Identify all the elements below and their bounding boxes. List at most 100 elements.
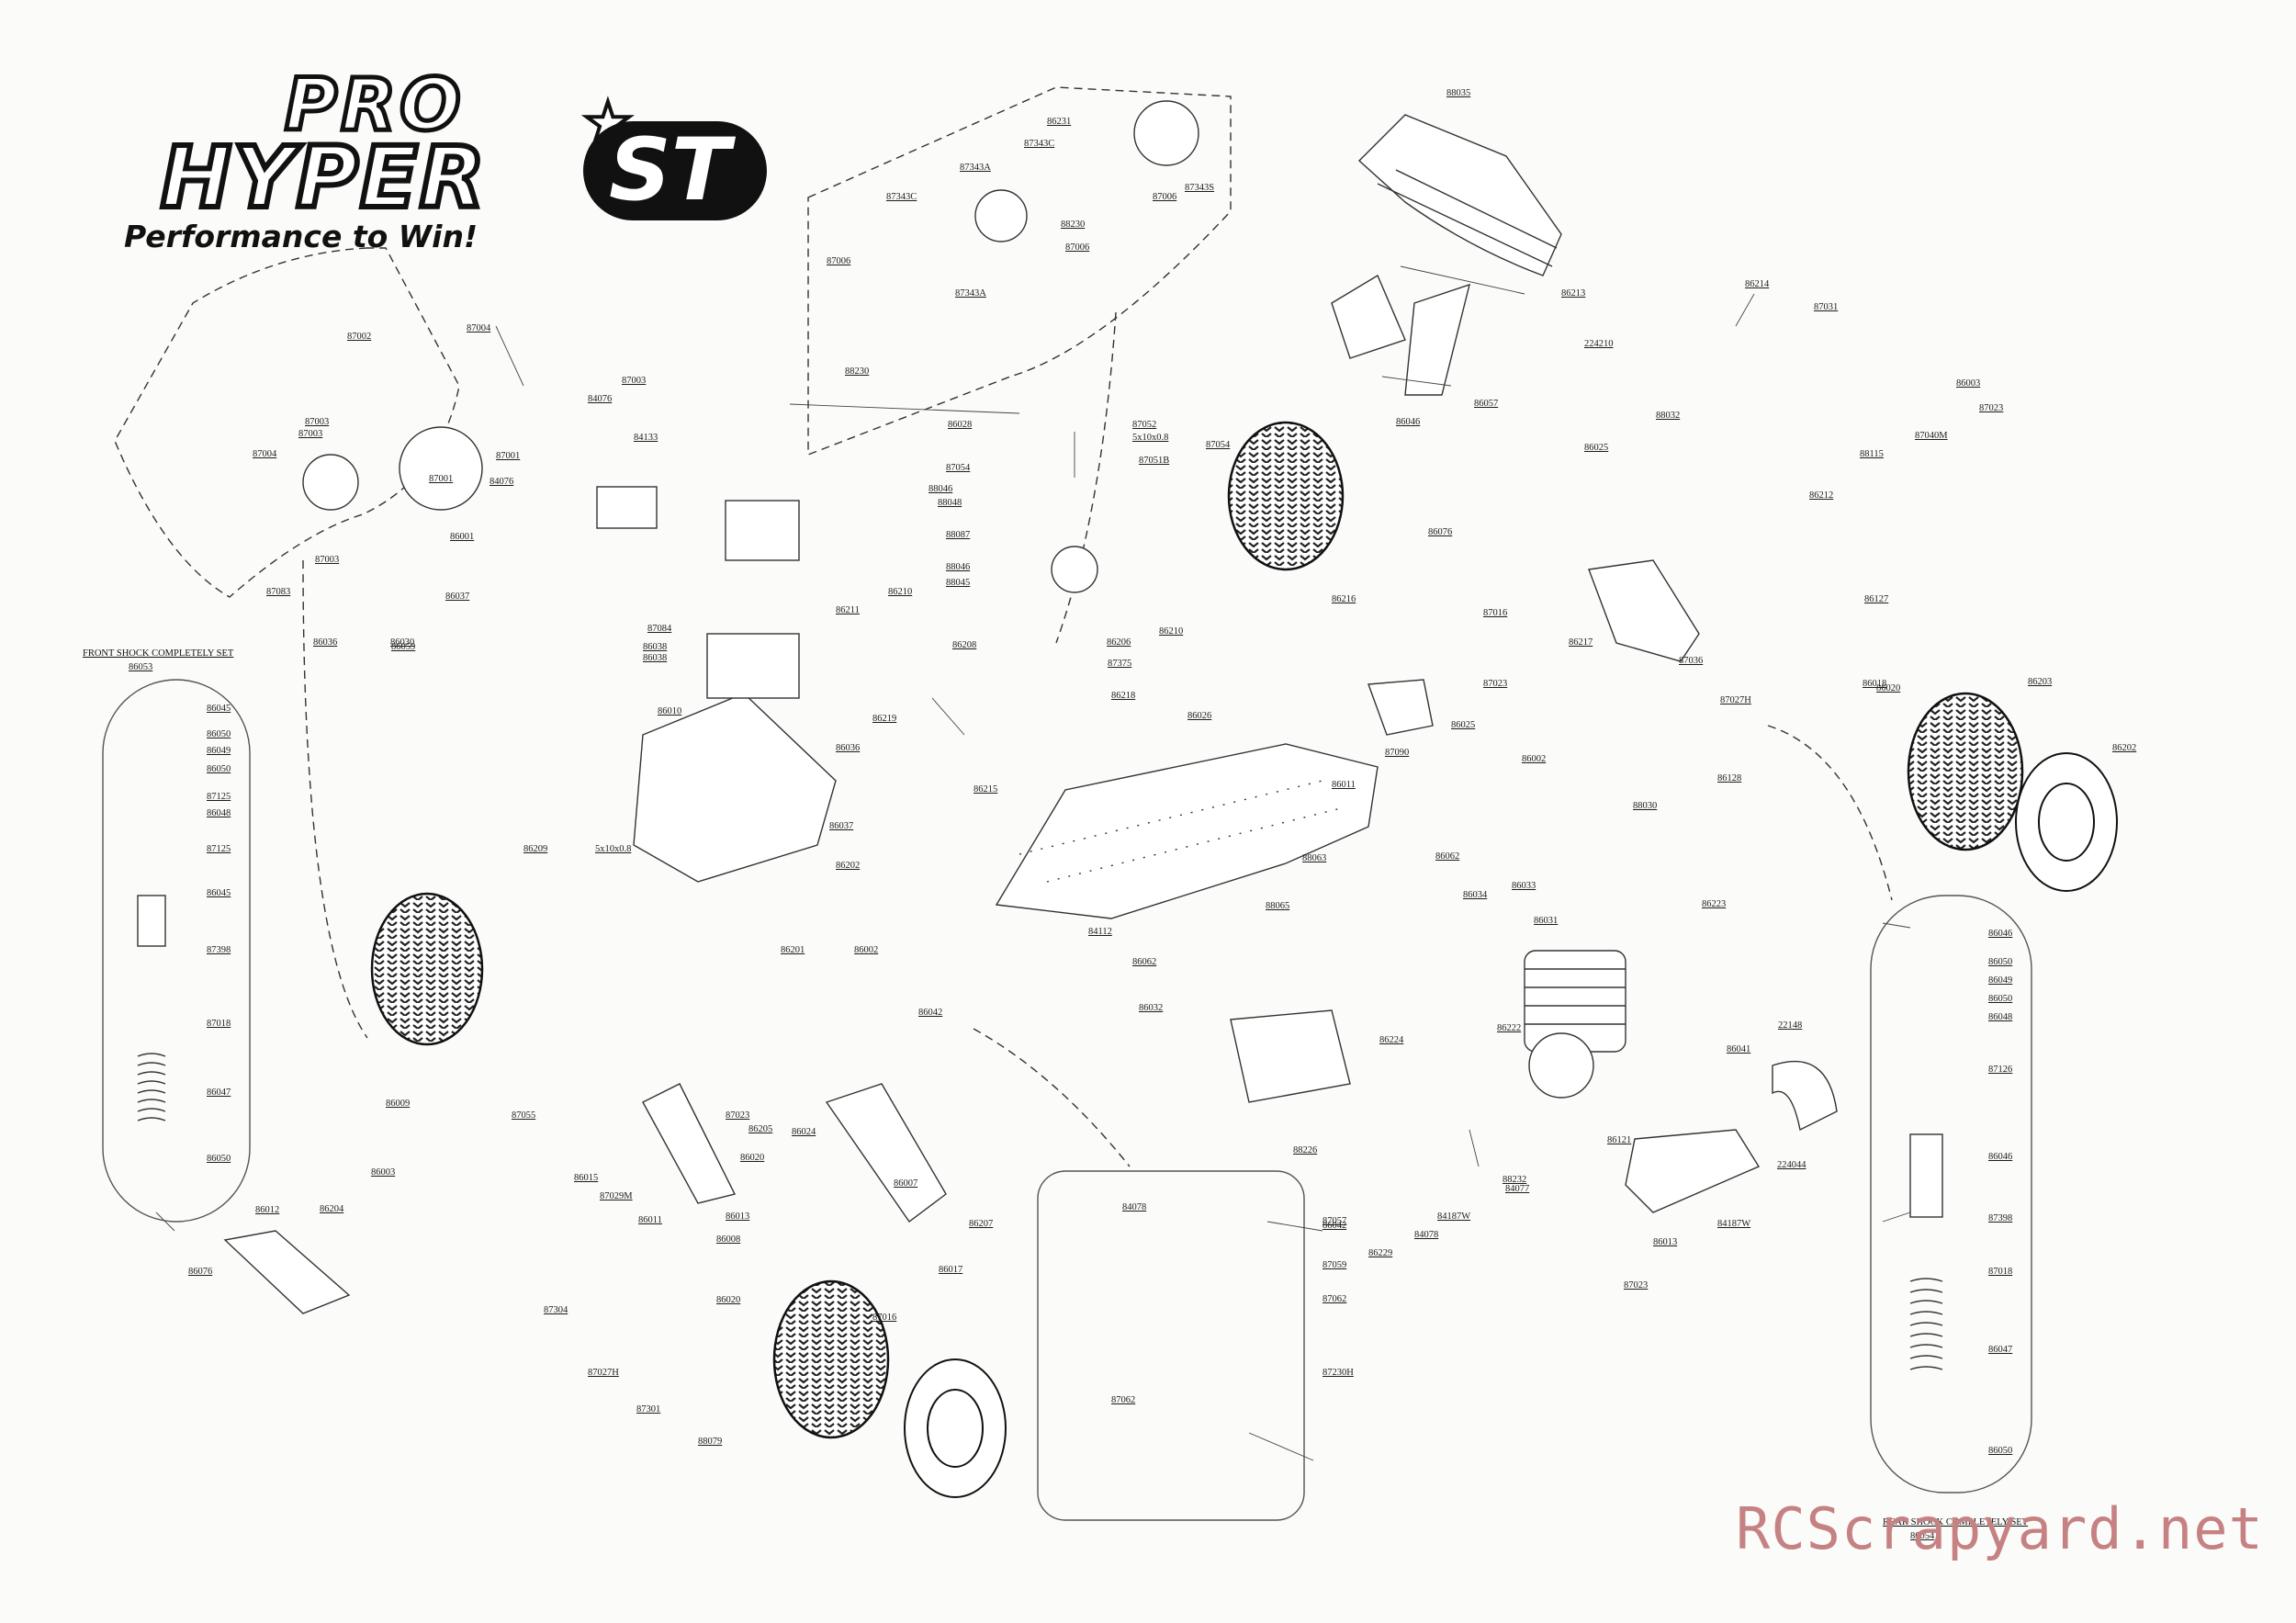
- diagram-part-number: 84078: [1122, 1202, 1147, 1212]
- pro-hyper-st-logo: PRO HYPER ★ ST Performance to Win!: [115, 62, 776, 257]
- diagram-part-number: 86007: [894, 1178, 918, 1189]
- diagram-part-number: 87006: [1065, 242, 1090, 253]
- hub-detail-box: [1037, 1170, 1305, 1521]
- diagram-part-number: 86210: [888, 587, 913, 597]
- diagram-part-number: 87023: [1979, 403, 2004, 413]
- front-shock-part-number: 87125: [207, 792, 231, 802]
- diagram-part-number: 86057: [1474, 399, 1499, 409]
- front-shock-part-number: 86050: [207, 1154, 231, 1164]
- diagram-part-number: 87057: [1322, 1216, 1347, 1226]
- diagram-part-number: 86002: [1522, 754, 1547, 764]
- diagram-part-number: 86037: [829, 821, 854, 831]
- diagram-part-number: 86013: [726, 1212, 750, 1222]
- engine: [1524, 950, 1626, 1099]
- diagram-part-number: 86010: [658, 706, 682, 716]
- diagram-part-number: 86038: [643, 653, 668, 663]
- diagram-part-number: 84077: [1505, 1184, 1530, 1194]
- diagram-part-number: 86018: [1863, 679, 1887, 689]
- diagram-part-number: 86024: [792, 1127, 816, 1137]
- diagram-part-number: 224210: [1584, 339, 1614, 349]
- diagram-part-number: 88063: [1302, 853, 1327, 863]
- diagram-part-number: 86059: [391, 642, 416, 652]
- diagram-part-number: 86017: [939, 1265, 963, 1275]
- diagram-part-number: 86202: [836, 861, 861, 871]
- diagram-part-number: 87055: [512, 1110, 536, 1121]
- diagram-part-number: 88035: [1446, 88, 1471, 98]
- diagram-part-number: 87083: [266, 587, 291, 597]
- logo-st-text: ST: [609, 120, 730, 220]
- diagram-part-number: 86038: [643, 642, 668, 652]
- diagram-part-number: 87343S: [1185, 183, 1215, 193]
- diagram-part-number: 88230: [845, 366, 870, 377]
- rear-shock-part-number: 87018: [1988, 1267, 2013, 1277]
- diagram-part-number: 84078: [1414, 1230, 1439, 1240]
- diagram-part-number: 88230: [1061, 220, 1086, 230]
- diagram-part-number: 87052: [1132, 420, 1157, 430]
- diagram-part-number: 87023: [1483, 679, 1508, 689]
- front-shock-part-number: 86049: [207, 746, 231, 756]
- diagram-part-number: 88226: [1293, 1145, 1318, 1155]
- front-shock-set-number: 86053: [129, 662, 153, 672]
- diagram-part-number: 86030: [390, 637, 415, 648]
- diagram-part-number: 87001: [429, 474, 454, 484]
- diagram-part-number: 86011: [1332, 780, 1356, 790]
- diagram-part-number: 87016: [1483, 608, 1508, 618]
- rear-shock-part-number: 87398: [1988, 1213, 2013, 1223]
- exhaust: [1625, 1129, 1761, 1213]
- watermark: RCScrapyard.net: [1736, 1495, 2264, 1562]
- diagram-part-number: 87054: [1206, 440, 1231, 450]
- diagram-part-number: 88079: [698, 1437, 723, 1447]
- diagram-part-number: 86211: [836, 605, 860, 615]
- diagram-part-number: 86222: [1497, 1023, 1522, 1033]
- diagram-part-number: 86210: [1159, 626, 1184, 637]
- diagram-part-number: 88048: [938, 498, 962, 508]
- tire-front-left: [370, 892, 484, 1046]
- front-diff-group-outline: [114, 247, 460, 598]
- diagram-part-number: 86223: [1702, 899, 1727, 909]
- diagram-part-number: 86062: [1435, 851, 1460, 862]
- diagram-part-number: 86041: [1727, 1044, 1751, 1054]
- diagram-part-number: 87031: [1814, 302, 1839, 312]
- diagram-part-number: 87343A: [955, 288, 986, 299]
- diagram-part-number: 87003: [622, 376, 647, 386]
- diagram-part-number: 88115: [1860, 449, 1884, 459]
- front-shock-set-title: FRONT SHOCK COMPLETELY SET: [83, 648, 234, 659]
- diagram-part-number: 86036: [836, 743, 861, 753]
- diagram-part-number: 84187W: [1437, 1212, 1471, 1222]
- diagram-part-number: 87003: [315, 555, 340, 565]
- diagram-part-number: 86042: [1322, 1221, 1347, 1231]
- diagram-part-number: 86214: [1745, 279, 1770, 289]
- diagram-part-number: 87059: [1322, 1260, 1347, 1270]
- diagram-part-number: 87004: [467, 323, 491, 333]
- diagram-part-number: 84187W: [1717, 1219, 1751, 1229]
- diagram-part-number: 87062: [1111, 1395, 1136, 1405]
- diagram-part-number: 87230H: [1322, 1368, 1354, 1378]
- front-arm: [825, 1083, 947, 1223]
- rear-shock-part-number: 86048: [1988, 1012, 2013, 1022]
- main-chassis: [995, 743, 1379, 919]
- tagline: Performance to Win!: [124, 219, 478, 254]
- diagram-part-number: 86013: [1653, 1237, 1678, 1247]
- rear-shock-set-title: REAR SHOCK COMPLETELY SET: [1883, 1517, 2029, 1527]
- diagram-part-number: 86206: [1107, 637, 1131, 648]
- diagram-part-number: 86031: [1534, 916, 1559, 926]
- rear-shock-part-number: 87126: [1988, 1065, 2013, 1075]
- diagram-part-number: 86219: [872, 714, 897, 724]
- diagram-part-number: 87004: [253, 449, 277, 459]
- front-shock-part-number: 86045: [207, 704, 231, 714]
- rear-shock-set-number: 86054: [1910, 1531, 1935, 1541]
- diagram-part-number: 87001: [496, 451, 521, 461]
- diagram-part-number: 5x10x0.8: [595, 844, 632, 854]
- diagram-part-number: 86229: [1368, 1248, 1393, 1258]
- diagram-part-number: 86127: [1864, 594, 1889, 604]
- diagram-part-number: 224044: [1777, 1160, 1806, 1170]
- rear-shock-part-number: 86047: [1988, 1345, 2013, 1355]
- tire-rear-left: [1907, 692, 2024, 851]
- diagram-part-number: 87029M: [600, 1191, 633, 1201]
- diagram-part-number: 86207: [969, 1219, 994, 1229]
- diagram-part-number: 87090: [1385, 748, 1410, 758]
- diagram-part-number: 86034: [1463, 890, 1488, 900]
- rear-shock-part-number: 86049: [1988, 975, 2013, 986]
- diagram-part-number: 86028: [948, 420, 973, 430]
- diagram-part-number: 86003: [371, 1167, 396, 1178]
